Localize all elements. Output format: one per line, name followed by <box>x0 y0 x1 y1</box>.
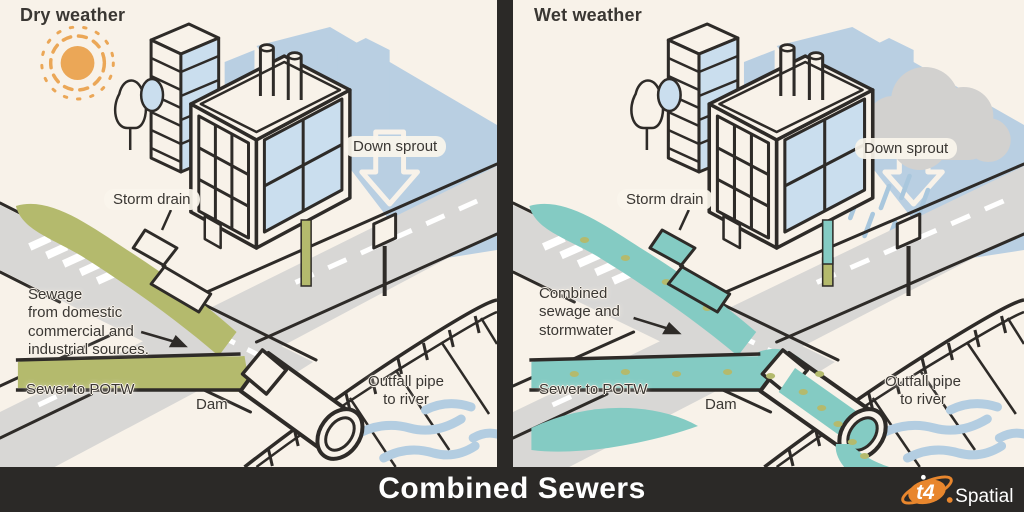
sun-icon <box>40 25 115 101</box>
factory-building <box>707 43 875 250</box>
label-storm-drain-dry: Storm drain <box>104 189 200 210</box>
sewage-speckles <box>569 237 870 459</box>
page-title: Combined Sewers <box>378 472 646 505</box>
trees <box>113 77 165 150</box>
street-sign <box>895 212 922 296</box>
wet-weather-illustration <box>513 0 1024 467</box>
label-outfall-pipe-wet: Outfall pipe to river <box>885 373 961 409</box>
dry-weather-panel: Dry weather Down sprout Storm drain Sewa… <box>0 0 497 467</box>
leader-arrows <box>140 209 188 348</box>
footer-bar: Combined Sewers t4 Spatial <box>0 467 1024 512</box>
label-down-sprout-wet: Down sprout <box>855 138 958 159</box>
logo-suffix: Spatial <box>955 486 1013 507</box>
label-down-sprout-dry: Down sprout <box>344 136 447 157</box>
label-flow-description-wet: Combined sewage and stormwater <box>539 285 620 339</box>
river <box>872 399 1024 463</box>
logo-prefix: t4 <box>916 481 935 504</box>
factory-building <box>189 43 352 250</box>
storm-drain-channel <box>131 228 213 314</box>
leader-arrows <box>633 209 690 335</box>
dam <box>240 348 289 396</box>
label-storm-drain-wet: Storm drain <box>617 189 713 210</box>
label-flow-description-dry: Sewage from domestic commercial and indu… <box>28 286 149 358</box>
down-sprout-pipe <box>300 219 312 287</box>
storm-drain-channel <box>648 228 732 314</box>
river <box>349 399 497 463</box>
logo-dot <box>946 497 953 503</box>
label-dam-wet: Dam <box>705 396 737 413</box>
trees <box>630 77 682 150</box>
label-sewer-to-potw-wet: Sewer to POTW <box>539 381 648 398</box>
label-dam-dry: Dam <box>196 396 228 413</box>
wet-weather-panel: Wet weather Down sprout Storm drain Comb… <box>513 0 1024 467</box>
dry-weather-illustration <box>0 0 497 467</box>
t4spatial-logo: t4 Spatial <box>901 474 1014 507</box>
label-sewer-to-potw-dry: Sewer to POTW <box>26 381 135 398</box>
street-sign <box>372 212 398 296</box>
panel-title-wet: Wet weather <box>534 5 642 25</box>
panel-title-dry: Dry weather <box>20 5 126 25</box>
panel-divider <box>497 0 513 467</box>
down-sprout-pipe <box>821 219 834 287</box>
label-outfall-pipe-dry: Outfall pipe to river <box>368 373 444 409</box>
sewer-flow <box>15 203 251 392</box>
